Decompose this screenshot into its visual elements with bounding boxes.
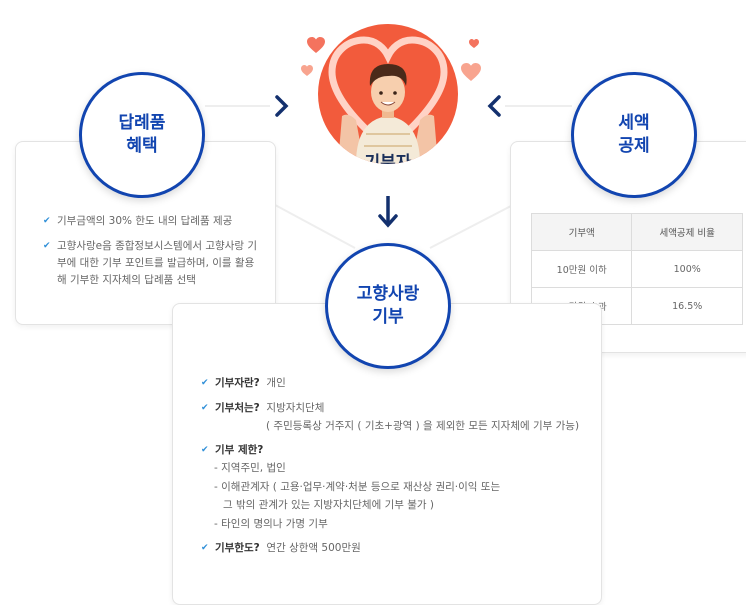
list-item: ✔ 기부자란? 개인 — [201, 375, 286, 392]
check-icon: ✔ — [43, 241, 51, 251]
heart-icon — [461, 63, 481, 81]
list-item: ✔ 기부금액의 30% 한도 내의 답례품 제공 — [43, 213, 272, 230]
table-row: 10만원 이하 100% — [530, 250, 743, 288]
list-item: ✔ 기부한도? 연간 상한액 500만원 — [201, 540, 361, 557]
chevron-left-icon — [487, 95, 501, 117]
chevron-right-icon — [275, 95, 289, 117]
node-label: 세액 공제 — [618, 113, 650, 156]
tax-credit-node: 세액 공제 — [571, 72, 697, 198]
heart-icon — [301, 65, 313, 76]
table-header: 기부액 — [530, 213, 633, 251]
table-cell: 100% — [631, 250, 743, 288]
check-icon: ✔ — [201, 378, 209, 388]
list-subitem: - 타인의 명의나 가명 기부 — [214, 518, 328, 530]
list-item: ✔ 기부 제한? — [201, 442, 263, 459]
list-subitem: 그 밖의 관계가 있는 지방자치단체에 기부 불가 ) — [223, 499, 434, 511]
person-illustration — [328, 36, 448, 164]
hometown-donation-node: 고향사랑 기부 — [325, 243, 451, 369]
table-cell: 10만원 이하 — [530, 250, 633, 288]
donor-node: 기부자 — [318, 24, 458, 164]
list-subitem: - 이해관계자 ( 고용·업무·계약·처분 등으로 재산상 권리·이익 또는 — [214, 481, 501, 493]
node-label: 답례품 혜택 — [118, 113, 166, 156]
node-label: 고향사랑 기부 — [356, 284, 420, 327]
table-header: 세액공제 비율 — [631, 213, 743, 251]
check-icon: ✔ — [43, 216, 51, 226]
table-cell: 16.5% — [631, 287, 743, 325]
gift-benefit-node: 답례품 혜택 — [79, 72, 205, 198]
list-item: ✔ 기부처는? 지방자치단체 — [201, 400, 324, 417]
arrow-down-icon — [378, 196, 398, 228]
table-header-row: 기부액 세액공제 비율 — [530, 213, 743, 251]
check-icon: ✔ — [201, 403, 209, 413]
tax-credit-table: 기부액 세액공제 비율 10만원 이하 100% 10만원 초과 16.5% — [530, 213, 743, 325]
heart-icon — [307, 37, 325, 53]
heart-icon — [469, 39, 479, 48]
list-note: ( 주민등록상 거주지 ( 기초+광역 ) 을 제외한 모든 지자체에 기부 가… — [266, 420, 580, 432]
list-item: ✔ 고향사랑e음 종합정보시스템에서 고향사랑 기부에 대한 기부 포인트를 발… — [43, 240, 258, 286]
list-subitem: - 지역주민, 법인 — [214, 462, 286, 474]
check-icon: ✔ — [201, 445, 209, 455]
donor-label: 기부자 — [364, 153, 412, 164]
check-icon: ✔ — [201, 543, 209, 553]
